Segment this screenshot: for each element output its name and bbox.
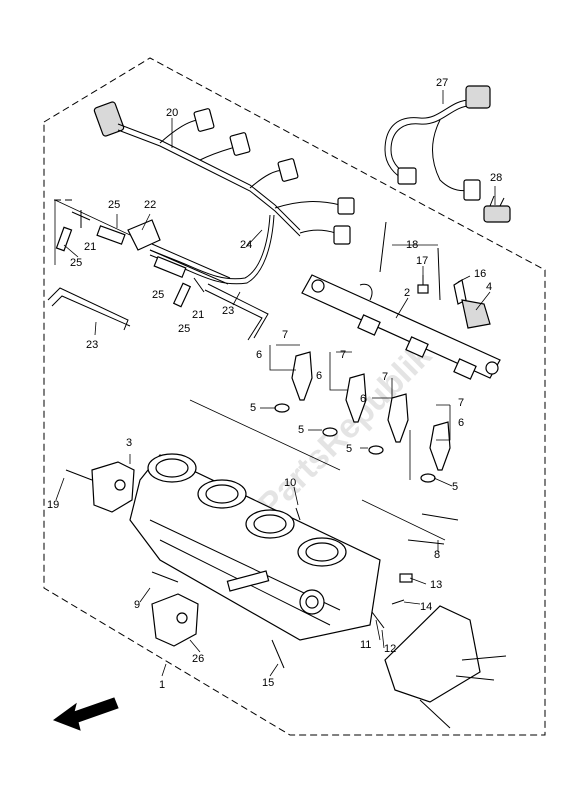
callout-28: 28 [490,172,502,184]
leader-lines [55,90,496,677]
callout-23a: 23 [86,339,98,351]
watermark: PartsRepublik [251,336,440,525]
callout-27: 27 [436,77,448,89]
callout-4: 4 [486,281,492,293]
callout-5d: 5 [452,481,458,493]
callout-6d: 6 [458,417,464,429]
callout-6c: 6 [360,393,366,405]
callout-19: 19 [47,499,59,511]
sub-harness [384,85,491,201]
callout-21b: 21 [192,309,204,321]
callout-7d: 7 [458,397,464,409]
callout-25d: 25 [178,323,190,335]
callout-6b: 6 [316,370,322,382]
callout-13: 13 [430,579,442,591]
throttle-body [129,453,381,641]
o-rings [274,403,436,483]
callout-7b: 7 [340,349,346,361]
callout-10: 10 [284,477,296,489]
throttle-cover [371,513,507,729]
callout-8: 8 [434,549,440,561]
callout-16: 16 [474,268,486,280]
callout-17: 17 [416,255,428,267]
callout-12: 12 [384,643,396,655]
callout-2: 2 [404,287,410,299]
callout-25b: 25 [70,257,82,269]
callout-14: 14 [420,601,432,613]
callout-18: 18 [406,239,418,251]
callout-24: 24 [240,239,252,251]
callout-5c: 5 [346,443,352,455]
fuel-rail [301,274,501,380]
callout-6a: 6 [256,349,262,361]
callout-9: 9 [134,599,140,611]
callout-26: 26 [192,653,204,665]
callout-5b: 5 [298,424,304,436]
callout-1: 1 [159,679,165,691]
callout-7a: 7 [282,329,288,341]
injector-group-line [189,399,446,541]
assembly-boundary [43,57,546,736]
callout-23b: 23 [222,305,234,317]
callout-labels: 1 2 3 4 5 5 5 5 6 6 6 6 7 7 7 7 8 9 10 1… [47,77,502,691]
front-arrow-icon [52,697,119,731]
callout-21a: 21 [84,241,96,253]
callout-7c: 7 [382,371,388,383]
wire-harness [93,101,355,285]
screws [65,469,301,669]
callout-3: 3 [126,437,132,449]
hardware-upper-right [379,221,491,329]
throttle-sensor-3 [91,461,135,513]
fuel-injectors [291,351,451,471]
callout-25a: 25 [108,199,120,211]
callout-5a: 5 [250,402,256,414]
callout-25c: 25 [152,289,164,301]
hose-assembly-left [47,199,269,341]
sensor-28 [483,195,511,223]
callout-20: 20 [166,107,178,119]
callout-15: 15 [262,677,274,689]
callout-11: 11 [360,639,371,651]
throttle-sensor-26 [151,593,199,647]
callout-22: 22 [144,199,156,211]
